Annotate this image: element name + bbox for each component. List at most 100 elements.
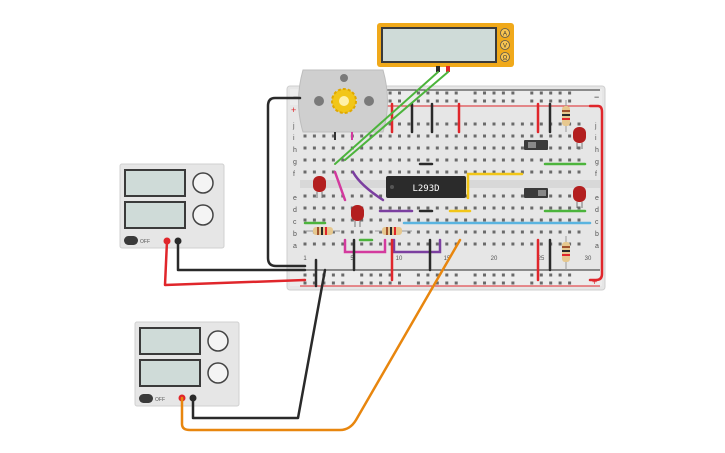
breadboard-hole [416, 170, 420, 174]
breadboard-hole [388, 170, 392, 174]
voltage-knob[interactable] [207, 330, 229, 352]
breadboard-hole [331, 170, 335, 174]
breadboard-hole [501, 194, 505, 198]
breadboard-hole [501, 230, 505, 234]
breadboard-hole [454, 218, 458, 222]
breadboard-hole [549, 91, 553, 95]
current-knob[interactable] [207, 362, 229, 384]
breadboard-hole [464, 206, 468, 210]
voltage-knob[interactable] [192, 172, 214, 194]
breadboard-hole [530, 242, 534, 246]
breadboard-hole [539, 273, 543, 277]
breadboard-hole [464, 158, 468, 162]
current-knob[interactable] [192, 204, 214, 226]
breadboard-hole [577, 230, 581, 234]
breadboard-hole [454, 91, 458, 95]
breadboard-hole [398, 122, 401, 126]
breadboard-hole [426, 99, 430, 103]
breadboard-hole [492, 230, 496, 234]
breadboard-hole [331, 273, 335, 277]
resistor-band [325, 227, 327, 235]
switch-knob[interactable] [528, 142, 536, 148]
resistor-band [562, 110, 570, 112]
motor-driver-chip[interactable]: L293D [386, 176, 466, 198]
breadboard-hole [492, 218, 496, 222]
breadboard-hole [388, 158, 392, 162]
breadboard-hole [549, 170, 553, 174]
breadboard-hole [464, 122, 468, 126]
mode-button-volts[interactable] [500, 40, 510, 50]
breadboard-hole [303, 218, 307, 222]
mode-label: A [503, 32, 507, 38]
breadboard-hole [379, 242, 383, 246]
breadboard-hole [558, 206, 562, 210]
dc-motor[interactable] [298, 69, 388, 140]
led[interactable] [313, 176, 326, 198]
breadboard-hole [322, 218, 326, 222]
led[interactable] [351, 205, 364, 227]
column-number: 5 [350, 256, 354, 262]
led[interactable] [573, 186, 586, 208]
breadboard-hole [331, 242, 335, 246]
breadboard-hole [322, 134, 326, 138]
breadboard-hole [426, 218, 430, 222]
breadboard-hole [369, 218, 373, 222]
breadboard-hole [341, 206, 345, 210]
power-supply-2[interactable]: OFF [134, 321, 240, 407]
breadboard-hole [350, 242, 354, 246]
slide-switch[interactable] [524, 188, 548, 198]
resistor[interactable] [305, 227, 340, 235]
switch-knob[interactable] [538, 190, 546, 196]
breadboard-hole [369, 242, 373, 246]
breadboard-hole [360, 194, 364, 198]
breadboard-hole [549, 281, 553, 285]
led-body [313, 176, 326, 192]
breadboard-hole [568, 91, 572, 95]
power-toggle[interactable] [139, 394, 153, 403]
breadboard-hole [445, 273, 449, 277]
breadboard-hole [341, 170, 345, 174]
breadboard-hole [398, 218, 401, 222]
resistor[interactable] [375, 227, 412, 235]
breadboard-hole [511, 194, 515, 198]
breadboard-hole [360, 218, 364, 222]
breadboard-hole [473, 158, 477, 162]
row-letter: i [293, 135, 295, 142]
multimeter[interactable]: A V Ω [377, 23, 514, 72]
mode-button-ohms[interactable] [500, 52, 510, 62]
slide-switch[interactable] [524, 140, 548, 150]
led[interactable] [573, 127, 586, 149]
resistor[interactable] [562, 100, 570, 132]
breadboard-hole [577, 170, 581, 174]
breadboard-hole [492, 158, 496, 162]
breadboard-hole [539, 158, 543, 162]
breadboard-hole [398, 99, 401, 103]
breadboard-hole [303, 158, 307, 162]
breadboard-hole [322, 170, 326, 174]
breadboard-hole [558, 194, 562, 198]
jumper-magenta [333, 170, 347, 202]
breadboard-hole [388, 146, 392, 150]
power-toggle[interactable] [124, 236, 138, 245]
mode-label: V [503, 44, 507, 50]
breadboard-hole [435, 99, 439, 103]
top-rail-plus-label: + [291, 105, 296, 115]
breadboard-hole [520, 158, 524, 162]
breadboard-hole [492, 206, 496, 210]
breadboard-hole [445, 218, 449, 222]
breadboard-hole [369, 146, 373, 150]
resistor[interactable] [562, 236, 570, 270]
breadboard-hole [511, 170, 515, 174]
breadboard-hole [312, 134, 316, 138]
breadboard-hole [303, 230, 307, 234]
power-supply-1[interactable]: OFF [119, 163, 225, 249]
mode-button-amps[interactable] [500, 28, 510, 38]
breadboard-hole [407, 134, 411, 138]
bottom-power-rail [290, 270, 602, 286]
breadboard-hole [426, 122, 430, 126]
row-letter: h [293, 147, 297, 154]
breadboard-hole [492, 242, 496, 246]
breadboard-hole [379, 218, 383, 222]
breadboard-hole [577, 218, 581, 222]
breadboard-hole [501, 281, 505, 285]
